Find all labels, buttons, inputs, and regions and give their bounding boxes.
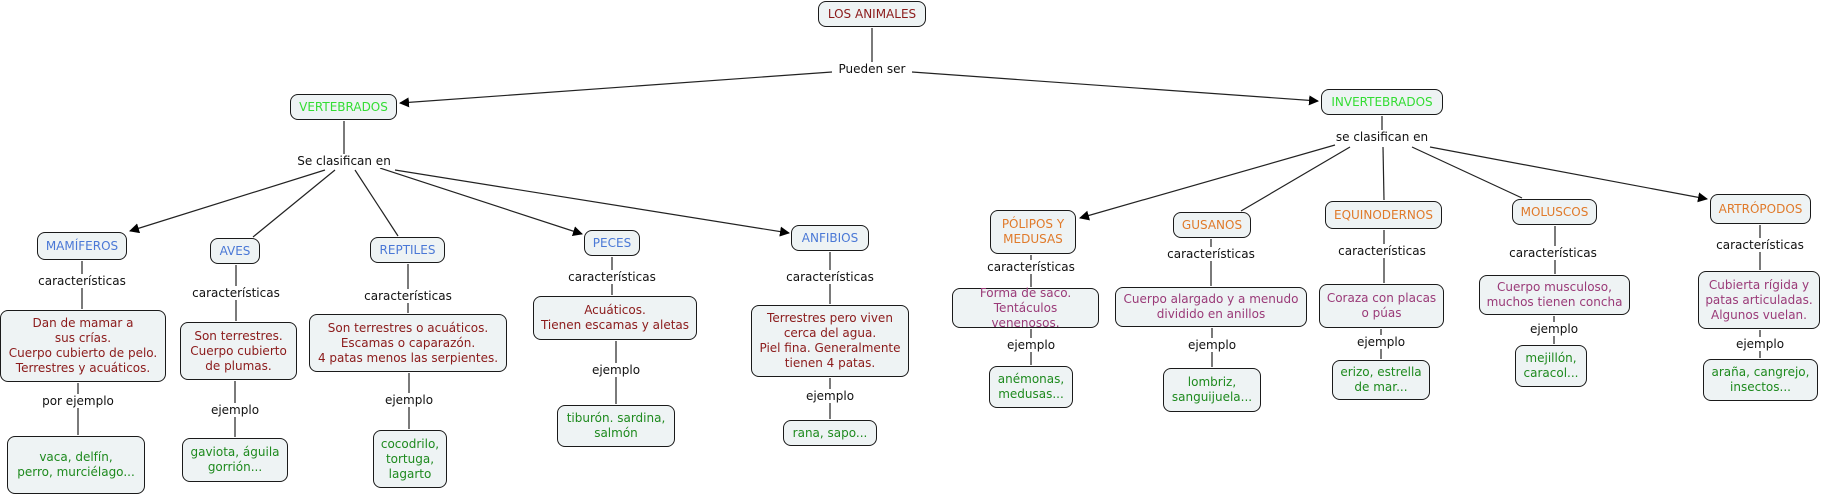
example-link-label: ejemplo <box>1004 338 1058 352</box>
vertebrados-node[interactable]: VERTEBRADOS <box>290 94 397 120</box>
desc-node-aves: Son terrestres. Cuerpo cubierto de pluma… <box>180 322 297 380</box>
root-node[interactable]: LOS ANIMALES <box>818 1 926 27</box>
connector-line <box>1240 146 1351 212</box>
class-node-anfibios[interactable]: ANFIBIOS <box>791 225 869 251</box>
example-node-equinodernos: erizo, estrella de mar... <box>1332 360 1430 400</box>
desc-node-artropodos: Cubierta rígida y patas articuladas. Alg… <box>1698 271 1820 329</box>
class-node-artropodos[interactable]: ARTRÓPODOS <box>1710 194 1811 224</box>
char-link-label: características <box>190 286 282 300</box>
char-link-label: características <box>1336 244 1428 258</box>
connector-line <box>354 169 399 237</box>
example-link-label: ejemplo <box>1733 337 1787 351</box>
connector-line <box>252 169 336 238</box>
class-node-equinodernos[interactable]: EQUINODERNOS <box>1325 201 1442 229</box>
arrow-to-invertebrados <box>911 71 1319 106</box>
class-node-gusanos[interactable]: GUSANOS <box>1173 212 1251 238</box>
example-link-label: ejemplo <box>1185 338 1239 352</box>
example-link-label: ejemplo <box>1354 335 1408 349</box>
example-node-reptiles: cocodrilo, tortuga, lagarto <box>373 430 447 488</box>
example-link-label: por ejemplo <box>40 394 116 408</box>
example-node-artropodos: araña, cangrejo, insectos... <box>1703 359 1818 401</box>
invertebrados-link-label: se clasifican en <box>1333 130 1431 144</box>
class-node-peces[interactable]: PECES <box>584 230 640 256</box>
example-node-polipos-medusas: anémonas, medusas... <box>989 366 1073 408</box>
desc-node-polipos-medusas: Forma de saco. Tentáculos venenosos. <box>952 286 1099 330</box>
char-link-label: características <box>1714 238 1806 252</box>
example-node-mamiferos: vaca, delfín, perro, murciélago... <box>7 436 145 494</box>
class-node-reptiles[interactable]: REPTILES <box>370 237 445 263</box>
arrow-to-anfibios <box>394 169 790 237</box>
char-link-label: características <box>985 260 1077 274</box>
char-link-label: características <box>362 289 454 303</box>
desc-node-peces: Acuáticos. Tienen escamas y aletas <box>533 296 697 340</box>
example-link-label: ejemplo <box>589 363 643 377</box>
example-node-aves: gaviota, águila gorrión... <box>182 438 288 482</box>
example-link-label: ejemplo <box>382 393 436 407</box>
arrow-to-peces <box>379 167 583 236</box>
example-node-peces: tiburón. sardina, salmón <box>557 405 675 447</box>
class-node-mamiferos[interactable]: MAMÍFEROS <box>37 232 127 260</box>
char-link-label: características <box>1507 246 1599 260</box>
connector-line <box>1411 146 1523 199</box>
example-node-anfibios: rana, sapo... <box>783 420 877 446</box>
arrow-to-vertebrados <box>399 71 833 108</box>
example-link-label: ejemplo <box>208 403 262 417</box>
desc-node-anfibios: Terrestres pero viven cerca del agua. Pi… <box>751 305 909 377</box>
example-node-moluscos: mejillón, caracol... <box>1515 345 1587 387</box>
example-link-label: ejemplo <box>1527 322 1581 336</box>
arrow-to-artropodos <box>1429 146 1708 203</box>
desc-node-mamiferos: Dan de mamar a sus crías. Cuerpo cubiert… <box>0 310 166 382</box>
connector-line <box>1382 146 1385 201</box>
vertebrados-link-label: Se clasifican en <box>295 154 393 168</box>
char-link-label: características <box>784 270 876 284</box>
char-link-label: características <box>566 270 658 284</box>
class-node-aves[interactable]: AVES <box>210 238 260 264</box>
example-node-gusanos: lombriz, sanguijuela... <box>1163 368 1261 412</box>
desc-node-reptiles: Son terrestres o acuáticos. Escamas o ca… <box>309 314 507 372</box>
example-link-label: ejemplo <box>803 389 857 403</box>
desc-node-equinodernos: Coraza con placas o púas <box>1319 284 1444 328</box>
root-link-label: Pueden ser <box>836 62 908 76</box>
class-node-moluscos[interactable]: MOLUSCOS <box>1512 199 1597 225</box>
class-node-polipos-medusas[interactable]: PÓLIPOS Y MEDUSAS <box>990 210 1076 254</box>
arrow-to-mamiferos <box>129 169 326 234</box>
arrow-to-polipos <box>1079 144 1336 221</box>
char-link-label: características <box>1165 247 1257 261</box>
char-link-label: características <box>36 274 128 288</box>
desc-node-gusanos: Cuerpo alargado y a menudo dividido en a… <box>1115 287 1307 327</box>
desc-node-moluscos: Cuerpo musculoso, muchos tienen concha <box>1479 275 1630 315</box>
invertebrados-node[interactable]: INVERTEBRADOS <box>1321 89 1443 115</box>
